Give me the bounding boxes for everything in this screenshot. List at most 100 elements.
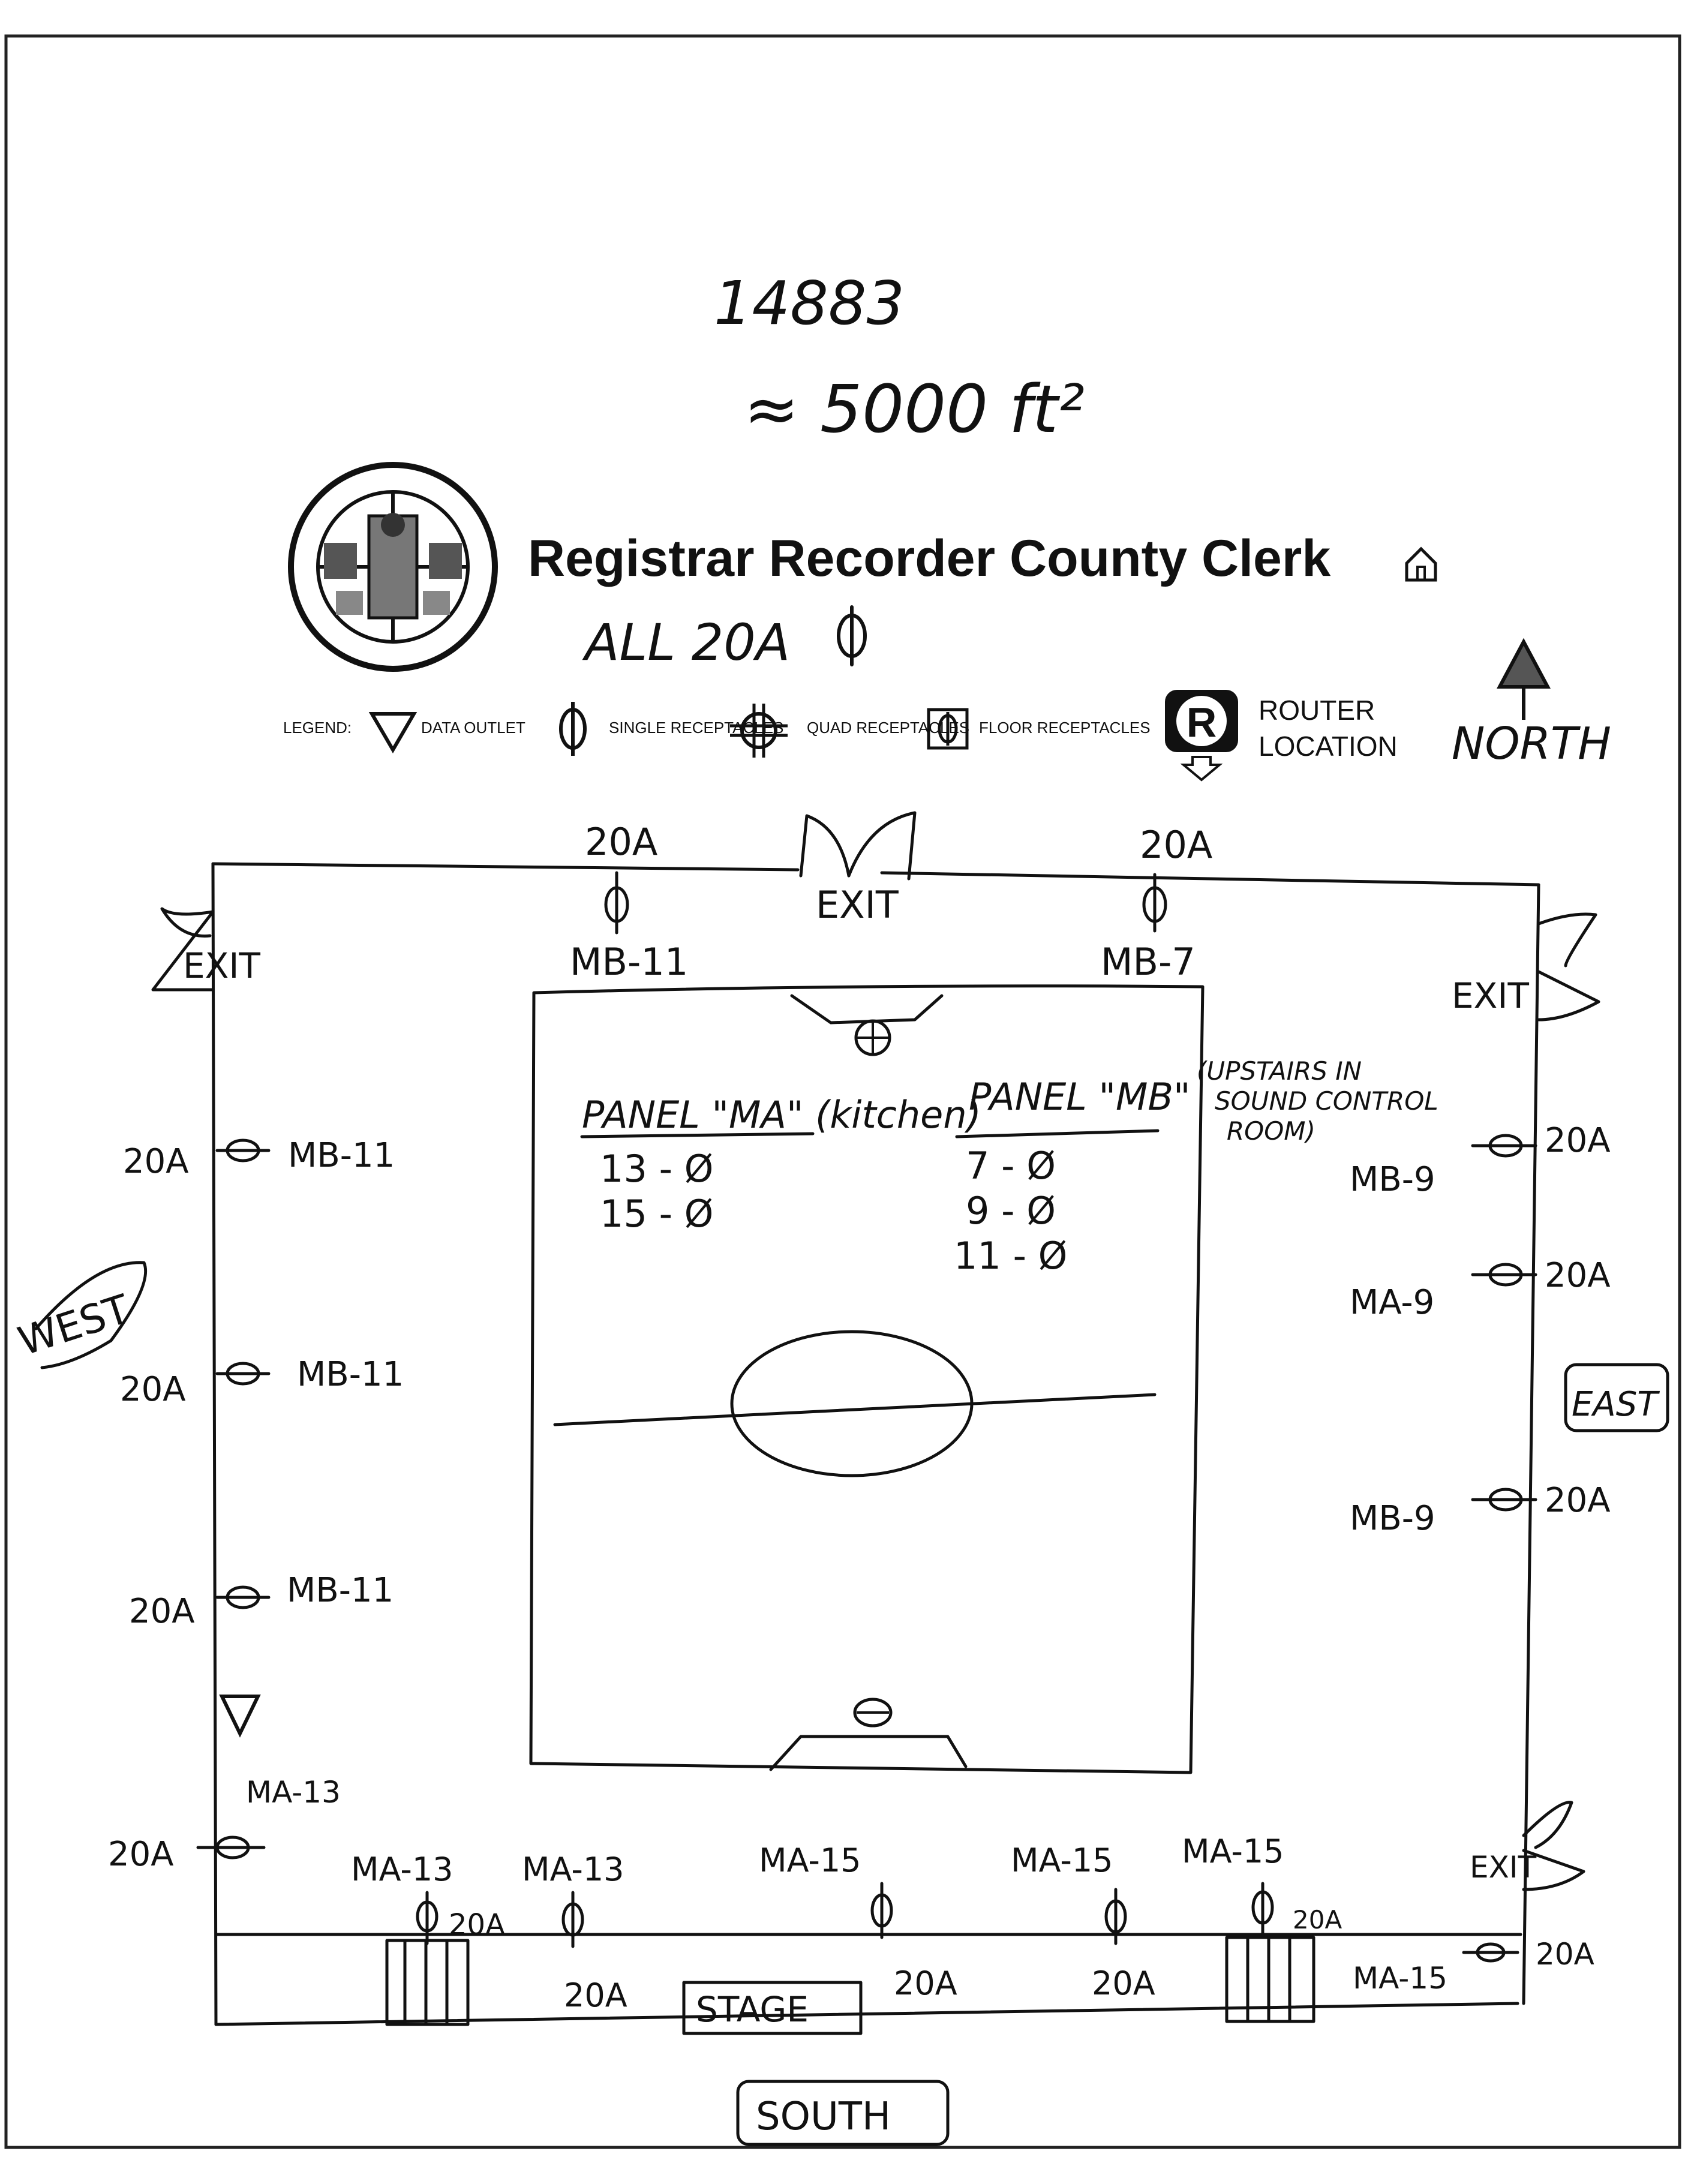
svg-text:20A: 20A — [1293, 1905, 1342, 1934]
west-outlet-4: 20A MA-13 — [108, 1775, 341, 1874]
stage-label: STAGE — [682, 1981, 863, 2035]
svg-text:EXIT: EXIT — [1452, 975, 1529, 1016]
svg-text:EXIT: EXIT — [183, 945, 260, 986]
svg-text:MA-15: MA-15 — [1182, 1832, 1284, 1870]
legend-floor: FLOOR RECEPTACLES — [979, 719, 1151, 737]
svg-text:20A: 20A — [120, 1370, 186, 1409]
legend-router-2: LOCATION — [1259, 731, 1398, 762]
svg-text:MB-11: MB-11 — [297, 1355, 404, 1394]
svg-text:20A: 20A — [108, 1835, 174, 1874]
svg-text:MB-11: MB-11 — [570, 940, 688, 984]
single-receptacle-legend-icon — [559, 702, 587, 756]
svg-text:MA-15: MA-15 — [759, 1841, 861, 1879]
svg-text:7 - Ø: 7 - Ø — [966, 1144, 1056, 1188]
svg-text:MA-9: MA-9 — [1350, 1283, 1434, 1322]
svg-text:20A: 20A — [1140, 823, 1212, 867]
east-label: EAST — [1564, 1363, 1669, 1432]
south-outlet-1: MA-13 20A — [351, 1850, 505, 1945]
svg-text:20A: 20A — [1092, 1964, 1155, 2002]
west-outlet-3: 20A MB-11 — [129, 1571, 394, 1631]
stage-steps-left — [385, 1939, 470, 2026]
svg-text:SOUND CONTROL: SOUND CONTROL — [1215, 1086, 1438, 1116]
south-outlet-2: MA-13 20A — [522, 1850, 627, 2014]
svg-text:MB-11: MB-11 — [288, 1136, 395, 1175]
exit-right: EXIT — [1452, 912, 1600, 1022]
svg-text:MA-15: MA-15 — [1353, 1961, 1447, 1996]
east-outlet-1: MB-9 20A — [1350, 1121, 1611, 1199]
data-outlet-icon — [368, 712, 418, 753]
svg-text:20A: 20A — [1545, 1121, 1611, 1160]
quad-receptacle-legend-icon — [730, 704, 788, 758]
area-note: ≈ 5000 ft² — [744, 371, 1085, 447]
svg-text:20A: 20A — [564, 1976, 627, 2014]
south-outlet-3: MA-15 20A — [759, 1841, 957, 2002]
svg-text:20A: 20A — [585, 820, 657, 864]
svg-text:STAGE: STAGE — [696, 1989, 809, 2030]
north-arrow-icon — [1497, 638, 1551, 720]
east-outlet-4: MA-15 20A — [1353, 1937, 1594, 1996]
svg-text:MB-9: MB-9 — [1350, 1499, 1435, 1538]
svg-text:PANEL "MB": PANEL "MB" — [969, 1075, 1191, 1119]
svg-text:MB-11: MB-11 — [287, 1571, 394, 1610]
exit-bottom-right: EXIT — [1470, 1801, 1585, 1891]
legend-label: LEGEND: — [283, 719, 352, 737]
south-outlet-4: MA-15 20A — [1011, 1841, 1155, 2002]
svg-text:20A: 20A — [1545, 1256, 1611, 1295]
north-outlet-1: 20A MB-11 — [570, 820, 688, 984]
south-outlet-5: MA-15 20A — [1182, 1832, 1342, 1936]
home-icon — [1405, 546, 1437, 582]
svg-text:15 - Ø: 15 - Ø — [600, 1192, 713, 1236]
floor-receptacle-legend-icon — [927, 708, 969, 750]
svg-text:SOUTH: SOUTH — [756, 2095, 891, 2139]
legend-quad: QUAD RECEPTACLES — [807, 719, 969, 737]
svg-text:9 - Ø: 9 - Ø — [966, 1189, 1056, 1233]
court-floor-receptacle-top — [854, 1019, 891, 1056]
legend-router-1: ROUTER — [1259, 695, 1375, 726]
panel-mb-notes: PANEL "MB" 7 - Ø 9 - Ø 11 - Ø (UPSTAIRS … — [954, 1056, 1438, 1278]
svg-text:ROOM): ROOM) — [1227, 1116, 1315, 1146]
legend: LEGEND: DATA OUTLET SINGLE RECEPTACLES Q… — [283, 690, 1398, 782]
north-outlet-2: 20A MB-7 — [1101, 823, 1212, 984]
south-label: SOUTH — [736, 2080, 950, 2146]
single-receptacle-icon — [837, 605, 867, 666]
panel-ma-notes: PANEL "MA" (kitchen) 13 - Ø 15 - Ø — [580, 1093, 981, 1236]
svg-text:MA-15: MA-15 — [1011, 1841, 1113, 1879]
svg-text:20A: 20A — [129, 1592, 195, 1631]
svg-text:PANEL "MA" (kitchen): PANEL "MA" (kitchen) — [582, 1093, 981, 1137]
county-seal — [288, 462, 498, 672]
svg-text:MB-7: MB-7 — [1101, 940, 1196, 984]
east-outlet-2: MA-9 20A — [1350, 1256, 1611, 1322]
exit-left: EXIT — [151, 907, 260, 992]
all-circuits-note: ALL 20A — [582, 613, 790, 672]
west-outlet-2: 20A MB-11 — [120, 1355, 404, 1409]
svg-text:20A: 20A — [123, 1142, 189, 1181]
svg-text:20A: 20A — [1545, 1481, 1611, 1520]
west-label: WEST — [13, 1261, 148, 1369]
svg-text:(UPSTAIRS IN: (UPSTAIRS IN — [1197, 1056, 1362, 1086]
svg-text:11 - Ø: 11 - Ø — [954, 1234, 1067, 1278]
job-number: 14883 — [714, 268, 905, 338]
page-title: Registrar Recorder County Clerk — [528, 530, 1330, 587]
legend-data-outlet: DATA OUTLET — [421, 719, 525, 737]
svg-text:20A: 20A — [894, 1964, 957, 2002]
exit-top: EXIT — [799, 811, 917, 927]
north-label: NORTH — [1452, 718, 1611, 770]
building-outline — [211, 862, 1540, 2026]
court-floor-receptacle-bottom — [853, 1698, 893, 1728]
svg-text:13 - Ø: 13 - Ø — [600, 1147, 713, 1191]
svg-text:EAST: EAST — [1572, 1385, 1660, 1424]
west-outlet-1: 20A MB-11 — [123, 1136, 395, 1181]
svg-text:WEST: WEST — [13, 1285, 135, 1365]
router-letter: R — [1187, 699, 1217, 746]
svg-text:EXIT: EXIT — [816, 883, 899, 927]
svg-text:20A: 20A — [449, 1908, 505, 1942]
data-outlet-west — [219, 1695, 261, 1738]
east-outlet-3: MB-9 20A — [1350, 1481, 1611, 1538]
svg-text:MA-13: MA-13 — [522, 1850, 624, 1888]
svg-text:20A: 20A — [1536, 1937, 1594, 1972]
svg-text:MA-13: MA-13 — [351, 1850, 453, 1888]
svg-text:MA-13: MA-13 — [246, 1775, 341, 1810]
page-border — [4, 34, 1681, 2149]
router-icon: R — [1165, 690, 1238, 782]
